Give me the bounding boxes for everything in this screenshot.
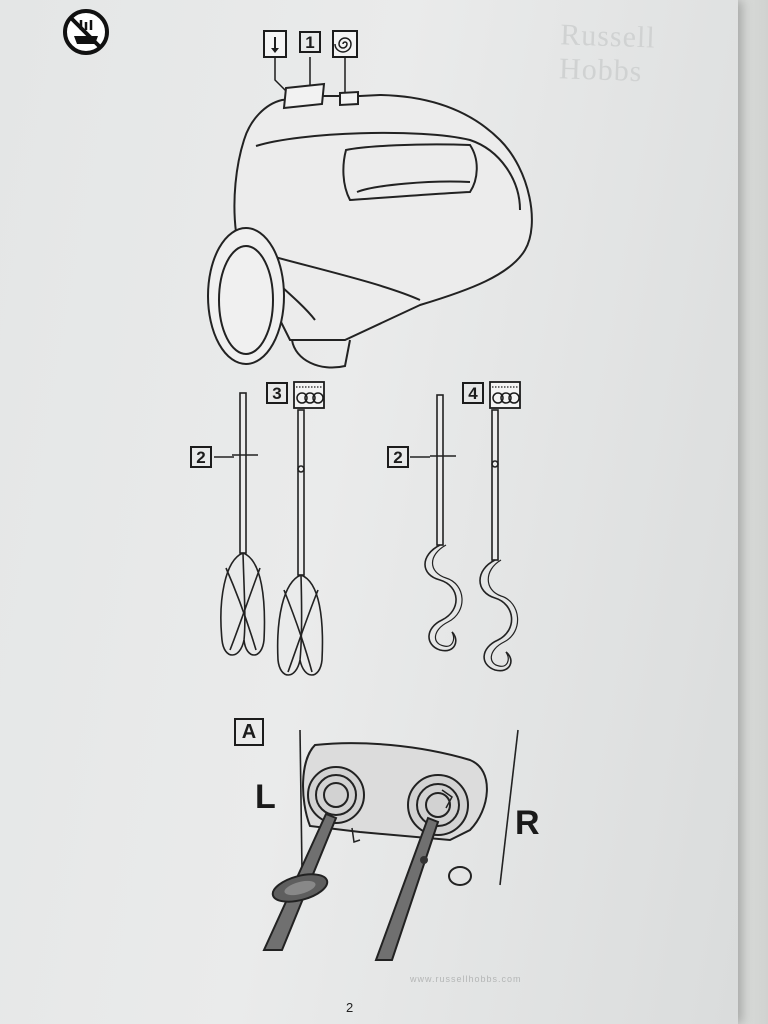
dough-hook-left (424, 394, 463, 652)
inserted-beater-left (262, 812, 338, 951)
hooks-number-label: 4 (462, 382, 484, 404)
left-socket-label: L (255, 778, 276, 816)
no-water-immersion-icon (63, 9, 109, 55)
beater-whisk-left (220, 392, 266, 656)
beater-whisk-right (276, 409, 324, 676)
insert-diagram-label: A (234, 718, 264, 746)
right-socket-label: R (515, 804, 540, 842)
whisks-number-label: 3 (266, 382, 288, 404)
inserted-beater-right (374, 816, 440, 961)
dishwasher-safe-icon-hooks (489, 381, 521, 409)
hand-mixer-outline (207, 82, 533, 369)
socket-detail-diagram (299, 729, 519, 886)
whisk-callout-label: 2 (190, 446, 212, 468)
dishwasher-safe-icon (293, 381, 325, 409)
footer-url: www.russellhobbs.com (410, 974, 522, 984)
hook-callout-label: 2 (387, 446, 409, 468)
turbo-swirl-icon (332, 30, 358, 58)
eject-button-icon (263, 30, 287, 58)
dough-hook-right (479, 409, 519, 672)
page-number: 2 (346, 1000, 354, 1015)
instruction-page: Russell Hobbs (0, 0, 738, 1024)
speed-control-label: 1 (299, 31, 321, 53)
illustration-canvas (63, 9, 533, 961)
